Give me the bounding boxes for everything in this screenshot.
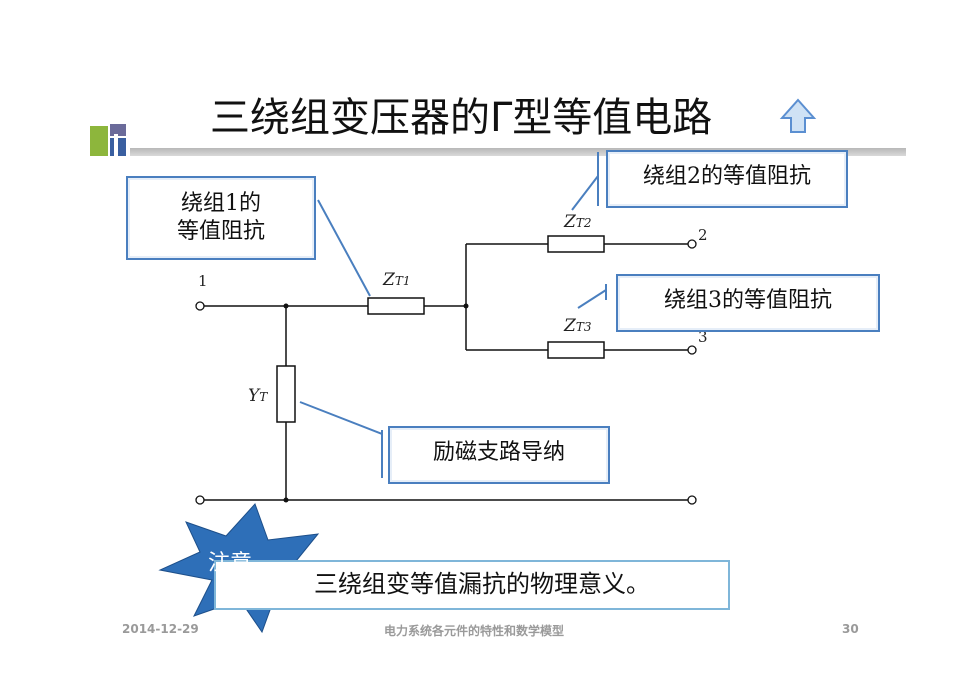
terminal-2 <box>687 239 697 249</box>
terminal-ground-right <box>687 495 697 505</box>
terminal-1 <box>195 301 205 311</box>
terminal-3 <box>687 345 697 355</box>
zt2-impedance <box>547 235 605 253</box>
callout-winding1-line1: 绕组1的 <box>181 191 261 216</box>
node-1-label: 1 <box>198 272 208 290</box>
note-text: 三绕组变等值漏抗的物理意义。 <box>214 560 730 610</box>
yt-admittance <box>276 365 296 423</box>
zt2-label: ZT2 <box>564 212 592 232</box>
node-3-label: 3 <box>698 328 708 346</box>
zt1-impedance <box>367 297 425 315</box>
zt3-impedance <box>547 341 605 359</box>
callout-winding2-impedance: 绕组2的等值阻抗 <box>606 150 848 208</box>
footer-page-number: 30 <box>842 622 859 636</box>
callout-excitation-admittance: 励磁支路导纳 <box>388 426 610 484</box>
terminal-ground-left <box>195 495 205 505</box>
node-2-label: 2 <box>698 226 708 244</box>
footer-date: 2014-12-29 <box>122 622 199 636</box>
note-label: 注意 <box>207 551 252 576</box>
up-arrow-icon[interactable] <box>778 96 818 136</box>
zt1-label: ZT1 <box>383 270 411 290</box>
page-title: 三绕组变压器的Γ型等值电路 <box>210 95 713 141</box>
zt3-label: ZT3 <box>564 316 592 336</box>
callout-winding1-line2: 等值阻抗 <box>176 219 265 244</box>
callout-winding3-impedance: 绕组3的等值阻抗 <box>616 274 880 332</box>
callout-winding1-impedance: 绕组1的 等值阻抗 <box>126 176 316 260</box>
title-divider <box>130 148 906 156</box>
footer-course: 电力系统各元件的特性和数学模型 <box>384 624 565 638</box>
yt-label: YT <box>248 386 268 406</box>
